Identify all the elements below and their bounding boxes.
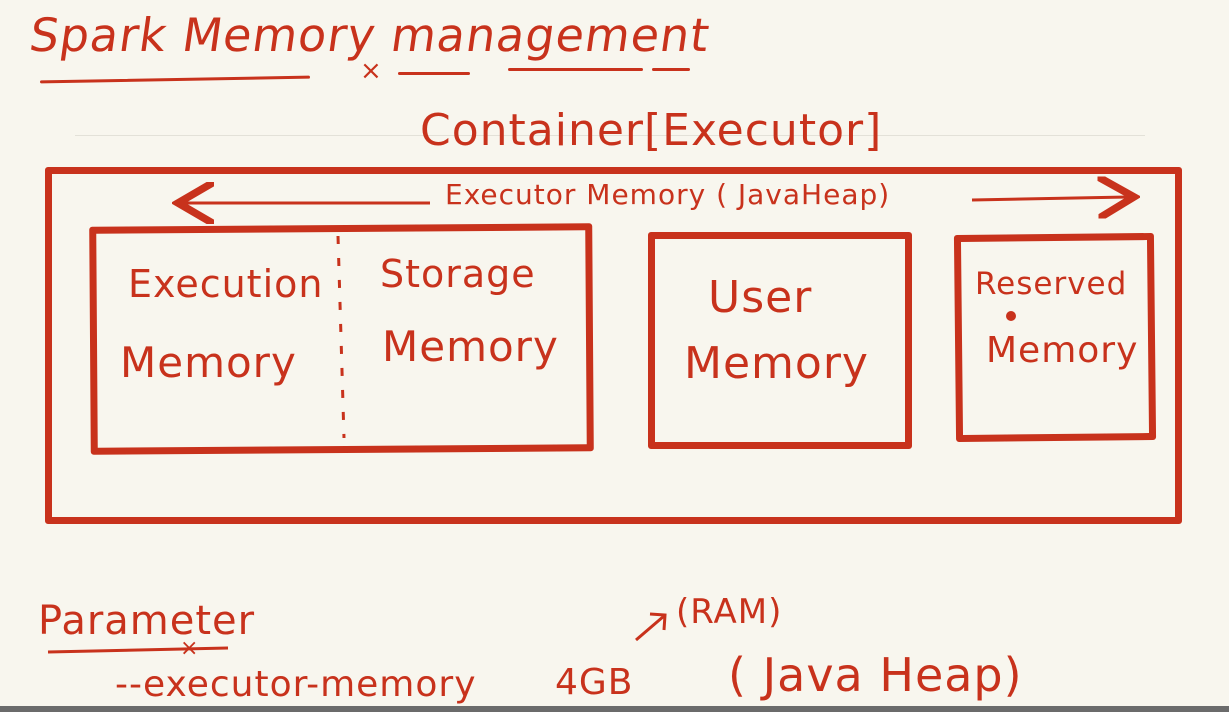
executor-memory-label: Executor Memory ( JavaHeap) [445, 178, 891, 211]
parameter-underline [47, 646, 229, 654]
cross-mark-icon: × [360, 56, 383, 86]
user-memory-box [648, 232, 912, 449]
pointer-dot [1006, 311, 1016, 321]
storage-memory-label-1: Storage [380, 252, 536, 296]
title-underline-2 [398, 72, 470, 75]
executor-container-box [45, 167, 1182, 524]
reserved-memory-label-2: Memory [986, 330, 1139, 371]
user-memory-label-1: User [708, 272, 813, 323]
ram-arrow-icon [635, 612, 667, 642]
title-underline-3 [508, 68, 643, 71]
user-memory-label-2: Memory [684, 338, 869, 389]
parameter-heading: Parameter [38, 598, 256, 644]
ram-note: (RAM) [676, 592, 783, 632]
reserved-memory-label-1: Reserved [975, 266, 1128, 302]
java-heap-note: ( Java Heap) [728, 648, 1023, 702]
executor-memory-value: 4GB [555, 662, 634, 703]
execution-memory-label-1: Execution [128, 262, 324, 306]
executor-memory-flag: --executor-memory [115, 664, 477, 705]
container-label: Container[Executor] [420, 105, 883, 156]
bottom-scrollbar[interactable] [0, 706, 1229, 712]
right-arrow [971, 197, 1128, 200]
parameter-cross-icon: × [180, 636, 200, 661]
ruled-line [75, 135, 1145, 136]
execution-memory-label-2: Memory [120, 338, 297, 387]
storage-memory-label-2: Memory [382, 322, 559, 371]
title-underline-4 [652, 68, 690, 71]
